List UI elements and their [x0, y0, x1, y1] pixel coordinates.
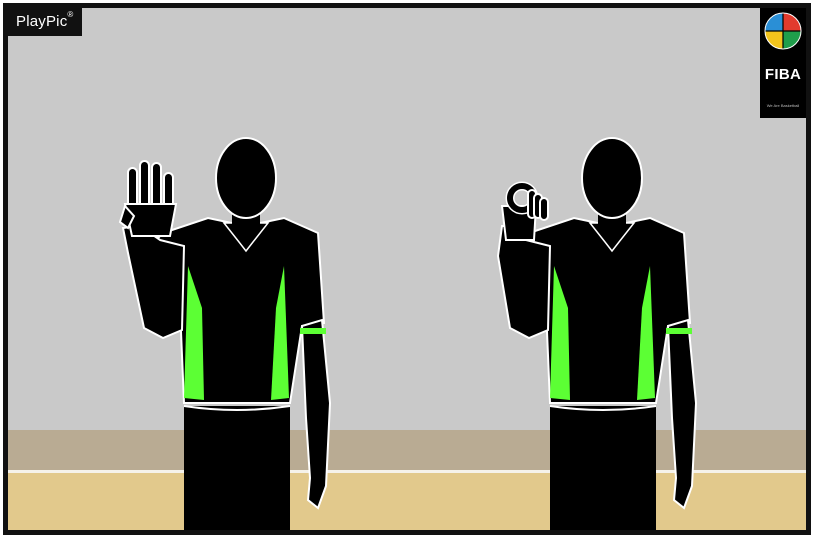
- fiba-logo: FIBA We Are Basketball: [760, 8, 806, 118]
- referee-right-trousers: [550, 406, 656, 530]
- basketball-icon: [763, 11, 803, 51]
- registered-mark: ®: [67, 10, 73, 19]
- referee-left-trousers: [184, 406, 290, 530]
- referee-right-sleeve-band: [666, 328, 692, 334]
- playpic-label: PlayPic: [16, 13, 67, 30]
- fiba-tagline: We Are Basketball: [760, 103, 806, 108]
- referee-left-head: [216, 138, 276, 218]
- playpic-badge: PlayPic®: [8, 8, 82, 36]
- referee-right-head: [582, 138, 642, 218]
- fiba-wordmark: FIBA: [760, 66, 806, 83]
- scene-frame: PlayPic® FIBA We Are Basketball: [3, 3, 811, 535]
- referee-left-four-fingers: [120, 161, 176, 236]
- referee-signal-illustration: [8, 8, 806, 530]
- referee-left-sleeve-band: [300, 328, 326, 334]
